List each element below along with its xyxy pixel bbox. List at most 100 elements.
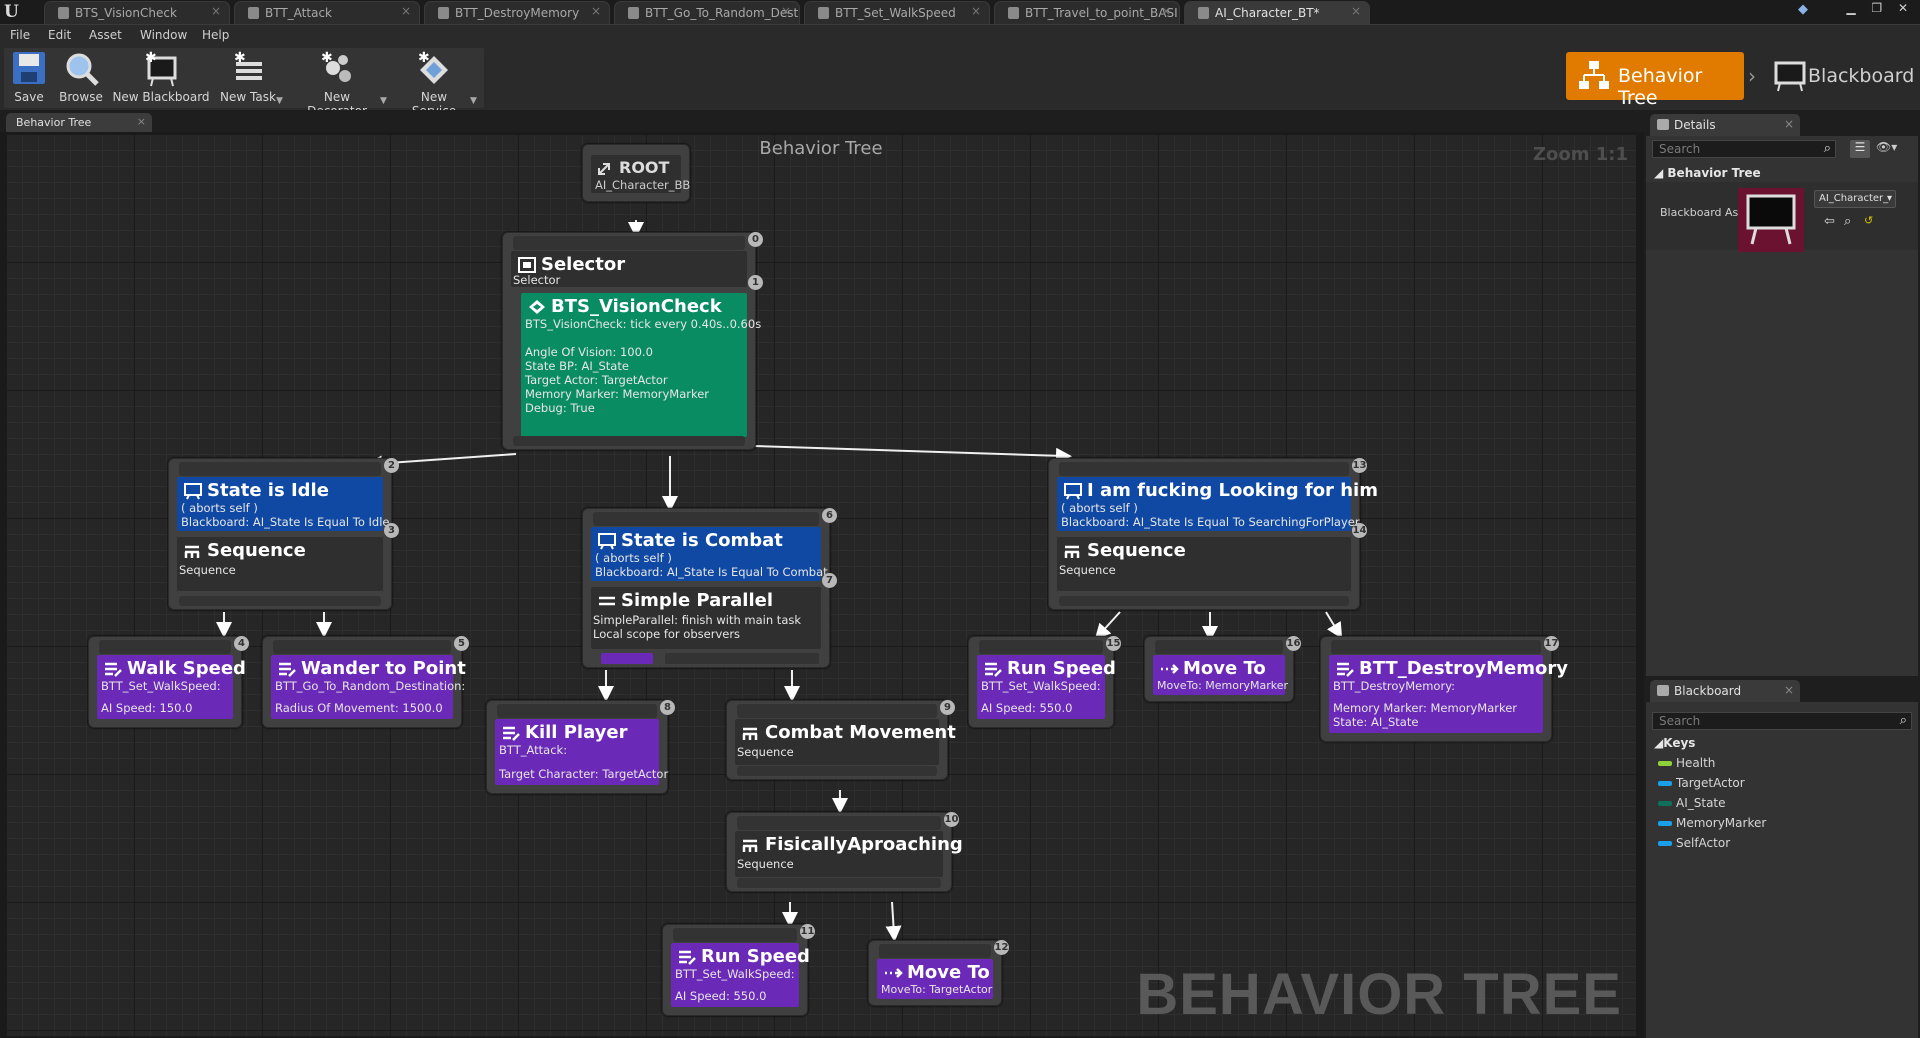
details-section-header[interactable]: ◢ Behavior Tree — [1654, 166, 1761, 180]
behavior-tree-mode-button[interactable]: Behavior Tree — [1566, 52, 1744, 109]
view-options-icon[interactable]: ☰ — [1850, 140, 1870, 158]
approaching-content: FisicallyAproaching Sequence — [735, 831, 963, 877]
looking-sequence[interactable]: Sequence Sequence — [1057, 537, 1351, 591]
output-pin[interactable] — [1059, 596, 1349, 606]
blackboard-key-ai-state[interactable]: AI_State — [1658, 796, 1726, 810]
blackboard-key-memorymarker[interactable]: MemoryMarker — [1658, 816, 1766, 830]
run-speed-task-search[interactable]: 15 Run Speed BTT_Set_WalkSpeed: AI Speed… — [968, 636, 1121, 728]
new-service-dropdown-icon[interactable]: ▼ — [470, 96, 477, 106]
move-to-memory-task[interactable]: 16 Move To MoveTo: MemoryMarker — [1144, 636, 1301, 702]
reset-to-default-icon[interactable]: ↺ — [1864, 214, 1874, 227]
tab-details[interactable]: Details× — [1650, 114, 1800, 136]
new-task-dropdown-icon[interactable]: ▼ — [276, 96, 283, 106]
input-pin[interactable] — [879, 944, 991, 958]
visibility-eye-icon[interactable]: 👁▾ — [1876, 140, 1898, 154]
input-pin[interactable] — [737, 816, 941, 830]
approaching-node[interactable]: 10 FisicallyAproaching Sequence — [726, 812, 963, 892]
svg-text:✱: ✱ — [321, 50, 333, 66]
tab-btt-travel-to-point[interactable]: BTT_Travel_to_point_BASI× — [994, 1, 1180, 24]
close-icon[interactable]: × — [1783, 117, 1794, 131]
looking-sequence-node[interactable]: 13 I am fucking Looking for him ( aborts… — [1048, 458, 1378, 610]
tab-bts-visioncheck[interactable]: BTS_VisionCheck× — [44, 1, 230, 24]
menu-help[interactable]: Help — [202, 28, 230, 42]
output-pin[interactable] — [513, 436, 745, 446]
close-icon[interactable]: × — [780, 4, 791, 18]
close-icon[interactable]: × — [210, 4, 221, 18]
kill-player-task[interactable]: 8 Kill Player BTT_Attack: Target Charact… — [486, 700, 675, 794]
blackboard-thumbnail[interactable] — [1738, 188, 1804, 252]
menu-edit[interactable]: Edit — [48, 28, 72, 42]
combat-decorator[interactable]: State is Combat ( aborts self ) Blackboa… — [591, 527, 828, 581]
input-pin[interactable] — [513, 236, 745, 250]
idle-decorator[interactable]: State is Idle ( aborts self ) Blackboard… — [177, 477, 389, 531]
output-pin[interactable] — [179, 596, 381, 606]
blackboard-search-input[interactable]: Search⌕ — [1652, 712, 1912, 730]
menu-window[interactable]: Window — [140, 28, 188, 42]
new-decorator-dropdown-icon[interactable]: ▼ — [380, 96, 387, 106]
input-pin[interactable] — [1331, 640, 1541, 654]
tab-btt-attack[interactable]: BTT_Attack× — [234, 1, 420, 24]
close-icon[interactable]: × — [1783, 683, 1794, 697]
close-icon[interactable]: × — [1160, 4, 1171, 18]
input-pin[interactable] — [99, 640, 231, 654]
idle-sequence[interactable]: Sequence Sequence — [177, 537, 383, 591]
background-pin[interactable] — [665, 653, 819, 664]
vision-service[interactable]: BTS_VisionCheck BTS_VisionCheck: tick ev… — [521, 293, 761, 437]
tab-ai-character-bt[interactable]: AI_Character_BT*× — [1184, 1, 1370, 24]
simple-parallel[interactable]: Simple Parallel SimpleParallel: finish w… — [591, 587, 821, 649]
output-pin[interactable] — [737, 878, 941, 888]
new-service-button[interactable]: ✱ New Service — [398, 50, 470, 118]
combat-movement-node[interactable]: 9 Combat Movement Sequence — [726, 700, 956, 780]
input-pin[interactable] — [179, 462, 381, 476]
input-pin[interactable] — [593, 512, 819, 526]
window-controls[interactable]: ▁ ❐ ✕ — [1846, 1, 1914, 15]
close-icon[interactable]: × — [136, 115, 146, 128]
menu-asset[interactable]: Asset — [89, 28, 122, 42]
details-search-input[interactable]: Search⌕ — [1652, 140, 1836, 158]
move-to-target-task[interactable]: 12 Move To MoveTo: TargetActor — [868, 940, 1009, 1006]
browse-asset-icon[interactable]: ⌕ — [1844, 214, 1852, 229]
tab-behavior-tree-graph[interactable]: Behavior Tree× — [6, 113, 152, 132]
blackboard-asset-dropdown[interactable]: AI_Character_▾ — [1814, 190, 1896, 208]
root-node[interactable]: ROOT AI_Character_BB — [582, 144, 690, 202]
blackboard-key-selfactor[interactable]: SelfActor — [1658, 836, 1730, 850]
behavior-tree-graph[interactable]: Behavior Tree Zoom 1:1 BEHAVIOR TREE ROO… — [4, 132, 1638, 1038]
walk-speed-task[interactable]: 4 Walk Speed BTT_Set_WalkSpeed: AI Speed… — [88, 636, 249, 728]
destroy-memory-task[interactable]: 17 BTT_DestroyMemory BTT_DestroyMemory: … — [1320, 636, 1568, 742]
tab-btt-go-to-random[interactable]: BTT_Go_To_Random_Dest× — [614, 1, 800, 24]
blackboard-key-targetactor[interactable]: TargetActor — [1658, 776, 1745, 790]
tab-blackboard[interactable]: Blackboard× — [1650, 680, 1800, 702]
close-icon[interactable]: × — [400, 4, 411, 18]
keys-header[interactable]: ◢Keys — [1654, 736, 1696, 750]
tab-btt-destroymemory[interactable]: BTT_DestroyMemory× — [424, 1, 610, 24]
input-pin[interactable] — [673, 928, 797, 942]
input-pin[interactable] — [737, 704, 937, 718]
input-pin[interactable] — [497, 704, 657, 718]
new-task-button[interactable]: ✱ New Task — [218, 50, 278, 108]
close-icon[interactable]: × — [1350, 4, 1361, 18]
content-browser-icon[interactable]: ◆ — [1798, 2, 1808, 17]
input-pin[interactable] — [1059, 462, 1349, 476]
wander-task[interactable]: 5 Wander to Point BTT_Go_To_Random_Desti… — [262, 636, 469, 728]
close-icon[interactable]: × — [590, 4, 601, 18]
new-blackboard-button[interactable]: ✱ New Blackboard — [112, 50, 210, 108]
idle-sequence-node[interactable]: 2 State is Idle ( aborts self ) Blackboa… — [168, 458, 399, 610]
blackboard-mode-button[interactable]: Blackboard — [1770, 52, 1918, 100]
input-pin[interactable] — [1155, 640, 1283, 654]
selector-node[interactable]: 0 Selector Selector 1 BTS_VisionCheck BT… — [502, 232, 763, 450]
tab-btt-set-walkspeed[interactable]: BTT_Set_WalkSpeed× — [804, 1, 990, 24]
main-task-pin[interactable] — [601, 653, 653, 664]
looking-decorator[interactable]: I am fucking Looking for him ( aborts se… — [1057, 477, 1378, 531]
use-selected-arrow-icon[interactable]: ⇦ — [1824, 214, 1835, 229]
input-pin[interactable] — [979, 640, 1103, 654]
save-button[interactable]: Save — [8, 50, 50, 108]
combat-parallel-node[interactable]: 6 State is Combat ( aborts self ) Blackb… — [582, 508, 837, 668]
menu-file[interactable]: File — [10, 28, 31, 42]
new-decorator-button[interactable]: ✱ New Decorator — [294, 50, 380, 118]
close-icon[interactable]: × — [970, 4, 981, 18]
blackboard-key-health[interactable]: Health — [1658, 756, 1715, 770]
run-speed-task-combat[interactable]: 11 Run Speed BTT_Set_WalkSpeed: AI Speed… — [662, 924, 815, 1016]
input-pin[interactable] — [273, 640, 451, 654]
browse-button[interactable]: Browse — [56, 50, 106, 108]
output-pin[interactable] — [737, 766, 937, 776]
